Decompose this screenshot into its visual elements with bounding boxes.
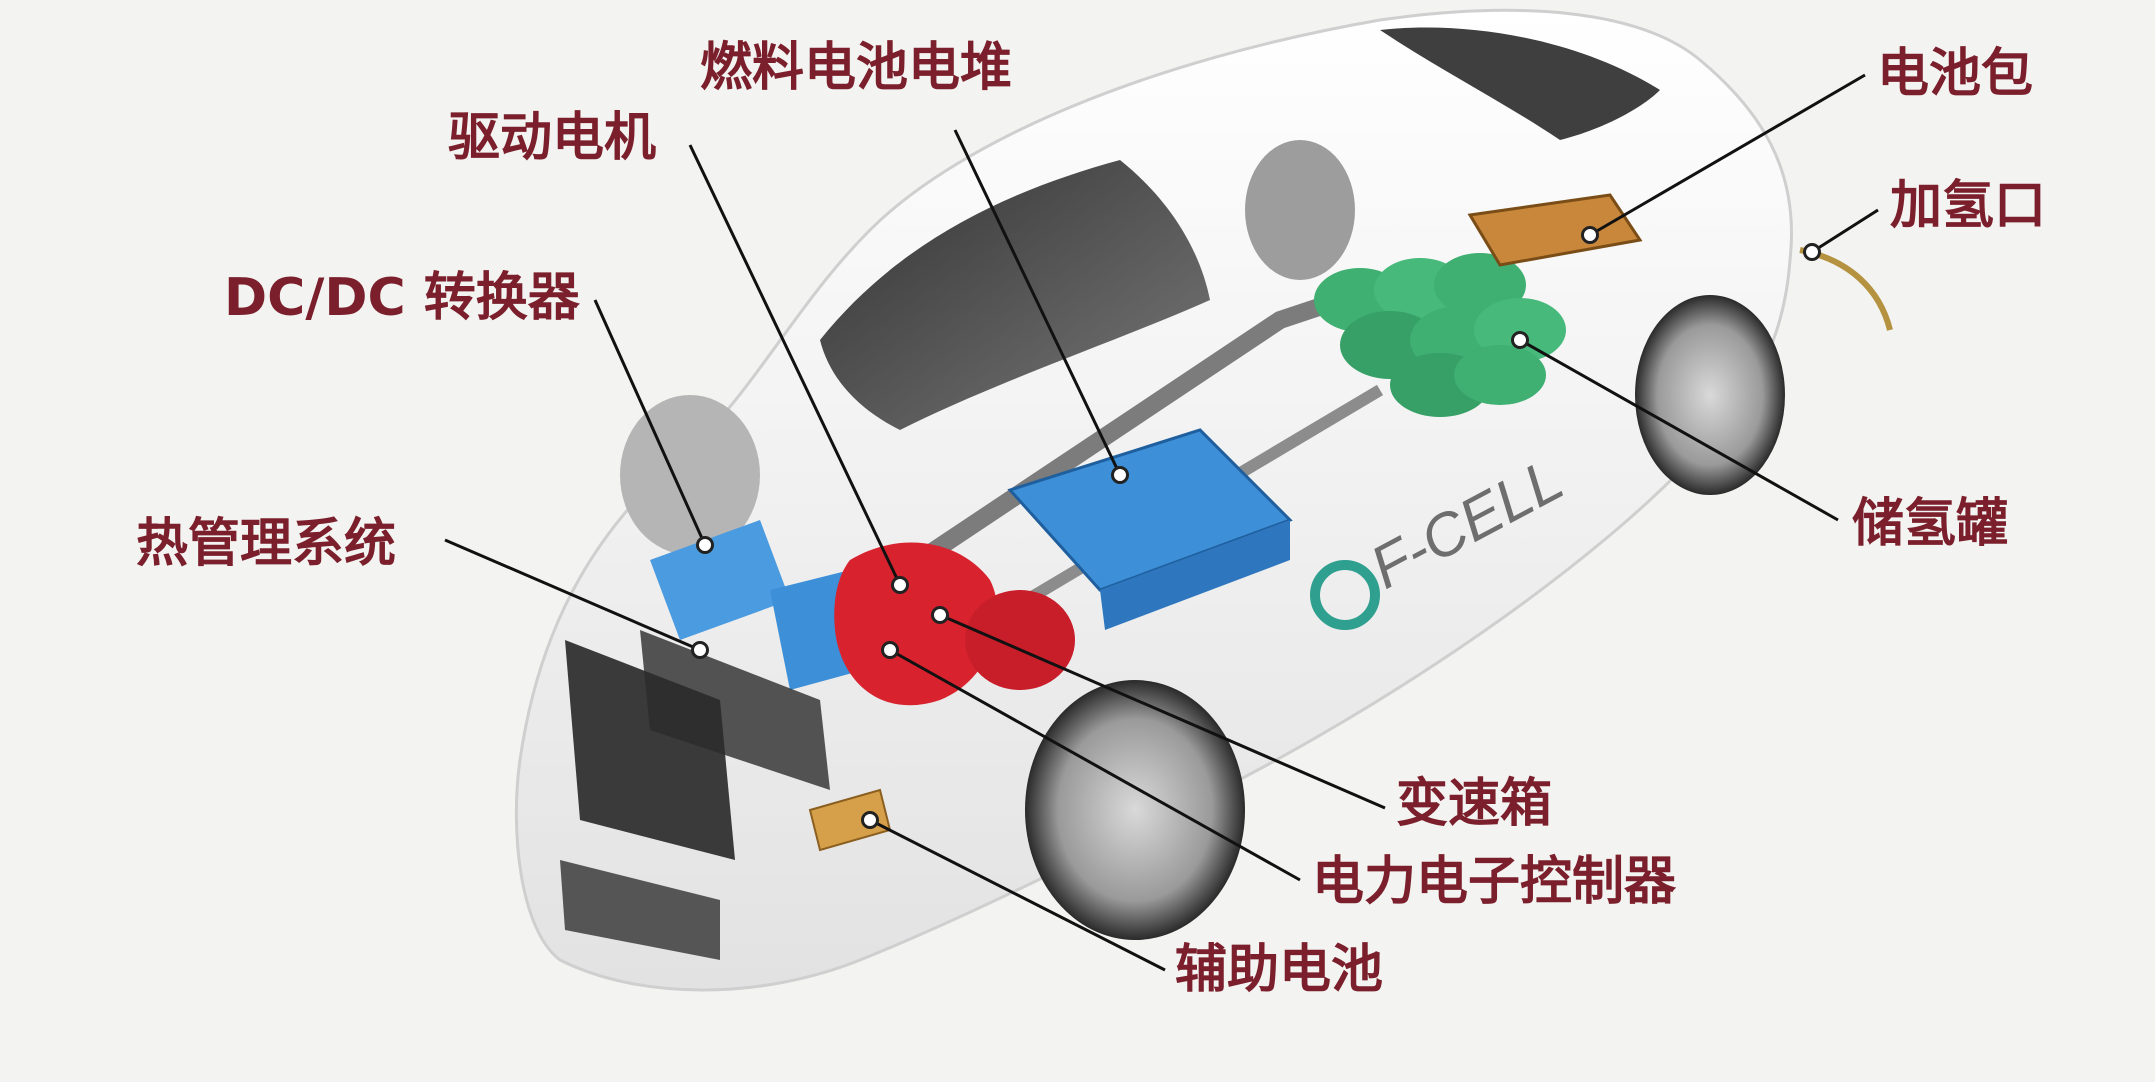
fuel-cell-stack-side (1100, 520, 1290, 630)
leader-gearbox (939, 613, 1386, 810)
label-hydrogen-port: 加氢口 (1890, 176, 2047, 236)
leader-drive-motor (688, 144, 902, 586)
leader-lines (444, 73, 1879, 972)
leader-aux-battery (869, 818, 1166, 972)
leader-dot (861, 811, 879, 829)
leader-dcdc (593, 299, 707, 546)
rear-right-wheel (1635, 295, 1785, 495)
battery-pack (1467, 193, 1643, 267)
hydrogen-tanks (1314, 253, 1566, 417)
leader-dot (1581, 226, 1599, 244)
label-thermal-management: 热管理系统 (136, 514, 397, 574)
leader-dot (1111, 466, 1129, 484)
leader-h2-tank (1519, 338, 1839, 522)
hydrogen-port-nozzle (1799, 247, 1893, 331)
dcdc-converter-unit (650, 520, 790, 640)
label-dcdc-converter: DC/DC 转换器 (224, 268, 580, 328)
leader-dot (881, 641, 899, 659)
rear-left-wheel (1245, 140, 1355, 280)
front-left-wheel (1025, 680, 1245, 940)
leader-dot (696, 536, 714, 554)
gearbox (965, 590, 1075, 690)
label-hydrogen-tank: 储氢罐 (1852, 494, 2009, 554)
label-battery-pack: 电池包 (1877, 44, 2034, 104)
drive-motor (834, 542, 998, 706)
windshield (820, 160, 1210, 430)
leader-pe-controller (889, 648, 1301, 882)
lower-grille (560, 860, 720, 960)
leader-dot (891, 576, 909, 594)
leader-dot (931, 606, 949, 624)
leader-thermal (444, 538, 701, 652)
thermal-radiator (640, 630, 830, 790)
leader-dot (691, 641, 709, 659)
leader-fuel-cell-stack (953, 129, 1122, 476)
leader-dot (1511, 331, 1529, 349)
label-auxiliary-battery: 辅助电池 (1175, 940, 1384, 1000)
label-power-electronics-controller: 电力电子控制器 (1312, 852, 1677, 912)
rear-window (1380, 27, 1660, 140)
f-cell-badge-ring (1310, 560, 1380, 630)
leader-dot (1803, 243, 1821, 261)
leader-battery-pack (1589, 73, 1866, 237)
label-fuel-cell-stack: 燃料电池电堆 (700, 38, 1013, 98)
label-gearbox: 变速箱 (1396, 774, 1553, 834)
leader-h2-port (1811, 208, 1879, 254)
label-drive-motor: 驱动电机 (448, 108, 657, 168)
